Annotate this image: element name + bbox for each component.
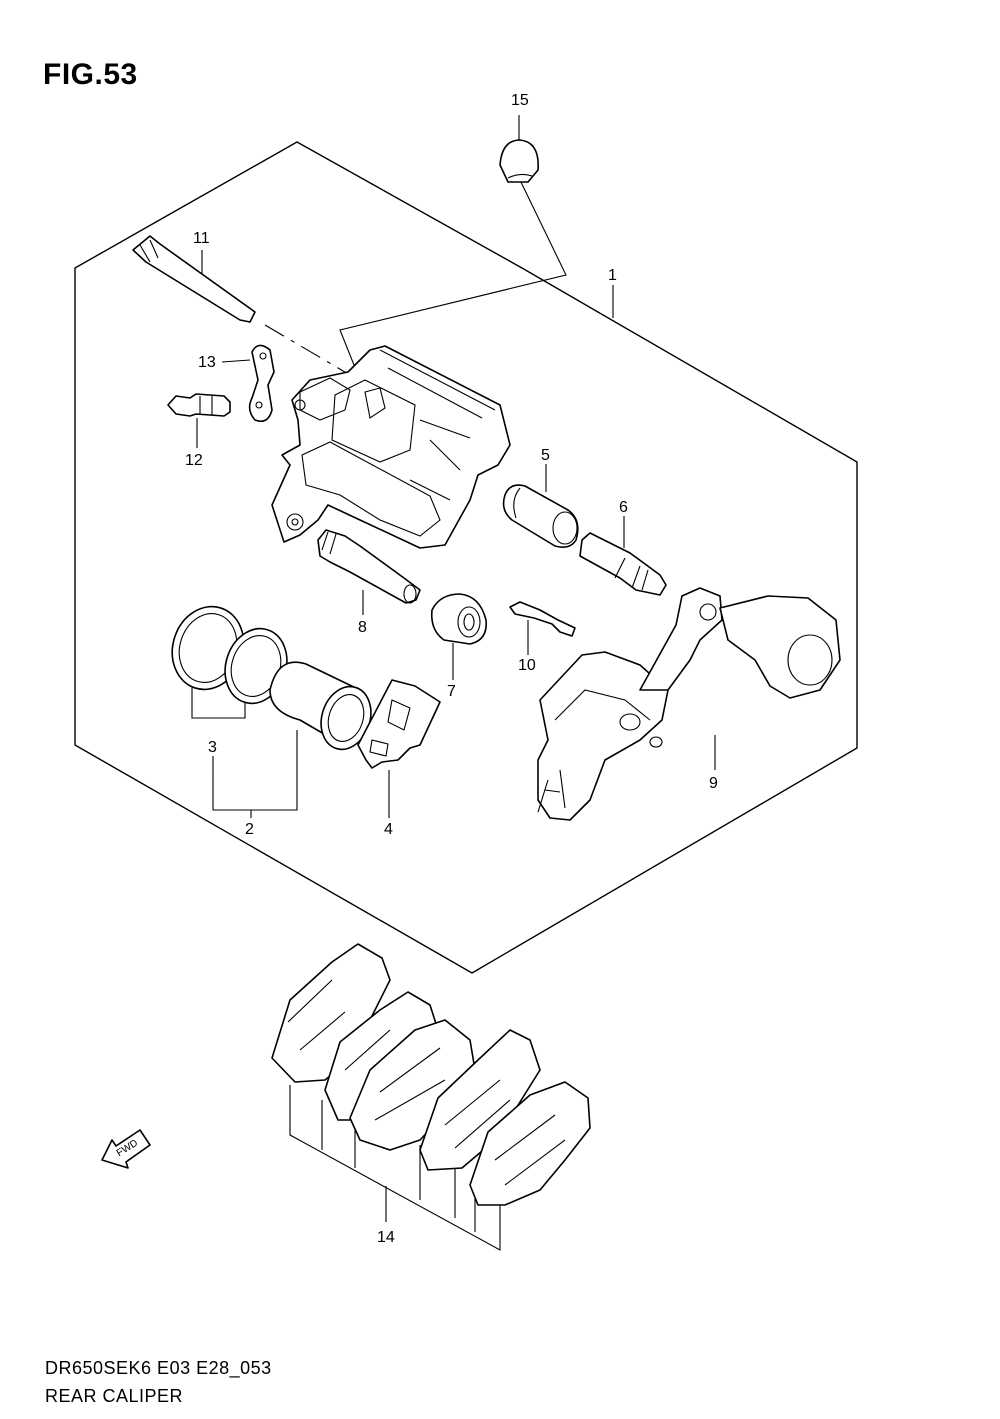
callout-7: 7 xyxy=(447,683,456,700)
callout-13: 13 xyxy=(198,354,216,371)
part-9-bracket xyxy=(537,587,841,821)
callout-9: 9 xyxy=(709,775,718,792)
part-12-bleeder xyxy=(167,393,231,417)
callout-2: 2 xyxy=(245,821,254,838)
part-15-cap xyxy=(499,139,539,183)
callout-6: 6 xyxy=(619,499,628,516)
part-8-slide-pin xyxy=(317,529,421,604)
part-6-pin xyxy=(579,532,667,596)
caliper-body xyxy=(271,345,511,549)
callout-8: 8 xyxy=(358,619,367,636)
figure-code: DR650SEK6 E03 E28_053 xyxy=(45,1358,272,1378)
figure-title: FIG.53 xyxy=(43,58,138,91)
part-11-bolt xyxy=(132,235,256,323)
callout-1: 1 xyxy=(608,267,617,284)
callout-3: 3 xyxy=(208,739,217,756)
callout-4: 4 xyxy=(384,821,393,838)
callout-11: 11 xyxy=(193,230,210,247)
part-13-clip xyxy=(248,344,275,423)
part-10-spring xyxy=(509,601,576,637)
callout-5: 5 xyxy=(541,447,550,464)
figure-name: REAR CALIPER xyxy=(45,1386,184,1406)
callout-10: 10 xyxy=(518,657,536,674)
part-4-shim xyxy=(357,679,441,769)
callout-15: 15 xyxy=(511,92,529,109)
part-2-piston xyxy=(269,661,372,751)
part-7-boot xyxy=(430,593,487,645)
fwd-arrow-icon: FWD xyxy=(101,1129,151,1169)
part-14-pads xyxy=(271,943,591,1206)
callout-12: 12 xyxy=(185,452,203,469)
callout-14: 14 xyxy=(377,1229,395,1246)
callout-labels: 1 2 3 4 5 6 7 8 9 10 11 12 13 14 15 xyxy=(185,92,718,1246)
assembly-boundary xyxy=(74,141,858,974)
part-5-boot xyxy=(502,484,579,548)
